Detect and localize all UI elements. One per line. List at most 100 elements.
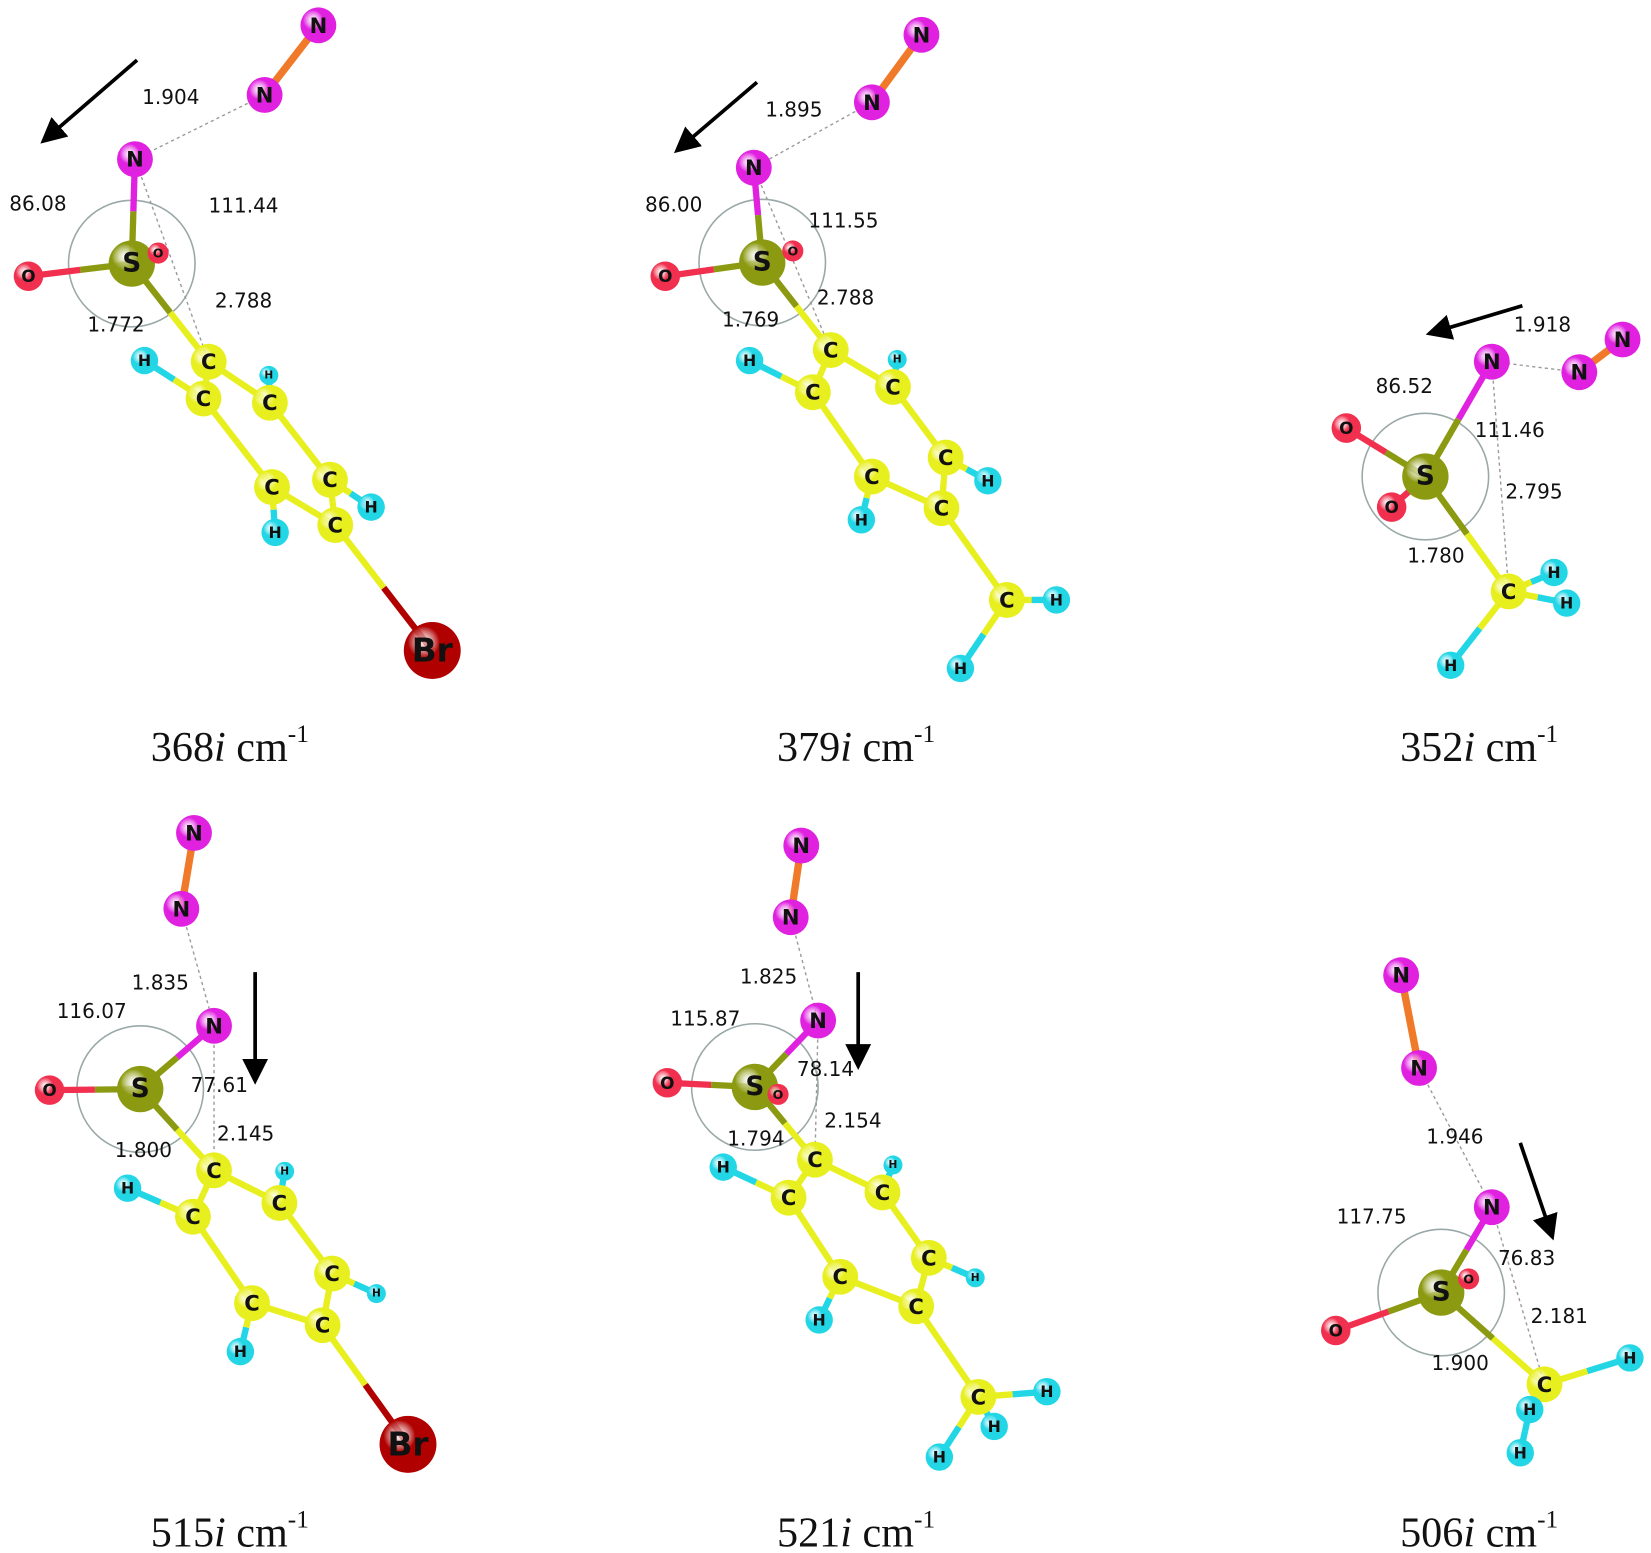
atom-s: S: [117, 1065, 164, 1113]
atom-c: C: [261, 1185, 298, 1221]
frequency-freq-value: 352: [1400, 724, 1463, 771]
atom-h: H: [1616, 1344, 1644, 1372]
atom-label: N: [745, 155, 763, 180]
atom-c: C: [864, 1174, 901, 1211]
angle-label-left: 86.08: [9, 191, 66, 215]
atom-c: C: [875, 369, 911, 405]
frequency-freq-imag: i: [214, 1510, 226, 1553]
atom-label: H: [1547, 563, 1560, 582]
atom-h: H: [883, 1155, 903, 1175]
atom-label: N: [185, 820, 203, 845]
atom-n: N: [1473, 1189, 1510, 1226]
atom-label: N: [863, 90, 881, 115]
displacement-arrow-icon: [1518, 1142, 1558, 1241]
atom-h: H: [805, 1306, 833, 1334]
atom-label: H: [269, 523, 282, 542]
atom-label: O: [21, 266, 35, 286]
weak-contact-line: [814, 1020, 819, 1160]
atom-o: O: [34, 1075, 65, 1105]
atom-o: O: [767, 1083, 789, 1105]
atom-label: H: [893, 354, 902, 366]
atom-h: H: [261, 518, 289, 547]
weak-contact-line: [1491, 361, 1510, 592]
frequency-exponent: -1: [1537, 1506, 1558, 1534]
atom-s: S: [731, 1063, 779, 1111]
s-n-distance-label: 1.772: [87, 313, 144, 337]
atom-n: N: [772, 899, 809, 936]
displacement-arrow-icon: [673, 80, 759, 154]
atom-n: N: [783, 827, 820, 864]
frequency-unit: cm: [1486, 1510, 1538, 1553]
atom-label: C: [875, 1180, 890, 1205]
atom-c: C: [898, 1288, 935, 1325]
atom-label: O: [1463, 1271, 1474, 1286]
atom-o: O: [1376, 492, 1407, 522]
atom-c: C: [314, 1255, 351, 1292]
frequency-freq-imag: i: [840, 724, 852, 771]
atom-label: H: [1523, 1400, 1536, 1419]
atom-label: H: [1444, 656, 1457, 675]
atom-label: N: [173, 896, 191, 921]
atom-n: N: [176, 814, 212, 851]
angle-label-left: 86.52: [1376, 374, 1433, 398]
atom-label: O: [773, 1087, 784, 1102]
atom-c: C: [312, 461, 348, 498]
atom-label: N: [782, 905, 800, 930]
atom-br: Br: [403, 622, 461, 679]
atom-label: N: [126, 147, 144, 172]
frequency-freq-value: 368: [151, 724, 214, 771]
angle-arc: [1377, 1228, 1506, 1357]
angle-label-right: 78.14: [797, 1057, 854, 1081]
atom-label: H: [1040, 1382, 1053, 1401]
angle-arc: [1361, 412, 1490, 541]
atom-label: C: [971, 1384, 986, 1409]
atom-label: C: [999, 587, 1014, 612]
atom-c: C: [770, 1179, 807, 1216]
hbond-distance-label: 1.904: [142, 85, 199, 109]
hbond-distance-label: 1.946: [1426, 1125, 1483, 1149]
weak-contact-line: [180, 908, 215, 1027]
atom-o: O: [147, 242, 169, 264]
angle-label-left: 86.00: [645, 193, 702, 217]
atom-label: C: [934, 496, 949, 521]
atom-label: C: [885, 374, 900, 399]
weak-contact-line: [134, 94, 265, 160]
atom-label: N: [205, 1013, 223, 1038]
s-c-distance-label: 2.788: [817, 285, 874, 309]
s-n-distance-label: 1.769: [722, 307, 779, 331]
atom-n: N: [903, 16, 940, 53]
atom-label: C: [324, 1261, 339, 1286]
atom-c: C: [234, 1285, 270, 1322]
atom-label: S: [122, 249, 141, 279]
atom-label: H: [1623, 1348, 1636, 1367]
atom-label: H: [1514, 1443, 1527, 1462]
atom-label: C: [781, 1185, 796, 1210]
molecule-panel-6: NNNSOOCHHH1.946117.7576.832.1811.900506i…: [1321, 957, 1644, 1553]
frequency-freq-value: 506: [1400, 1510, 1463, 1553]
atom-label: N: [1410, 1056, 1428, 1081]
atom-n: N: [1604, 321, 1641, 358]
atom-h: H: [847, 506, 876, 534]
frequency-unit: cm: [1486, 724, 1538, 771]
atom-label: C: [264, 475, 279, 500]
atom-o: O: [652, 1068, 683, 1098]
atom-c: C: [254, 469, 290, 506]
atom-c: C: [812, 332, 849, 368]
atom-n: N: [300, 7, 337, 44]
atom-label: S: [1432, 1278, 1451, 1308]
atom-n: N: [1401, 1050, 1437, 1086]
atom-label: H: [981, 471, 994, 490]
atom-h: H: [1516, 1395, 1544, 1424]
angle-label-left: 117.75: [1337, 1205, 1407, 1229]
weak-contact-line: [1418, 1067, 1493, 1208]
atom-label: C: [322, 467, 337, 492]
atom-label: O: [660, 1073, 674, 1093]
frequency-unit: cm: [236, 724, 288, 771]
frequency-unit: cm: [863, 1510, 915, 1553]
atom-h: H: [113, 1174, 142, 1202]
atom-label: C: [201, 349, 216, 374]
atom-c: C: [910, 1239, 947, 1276]
